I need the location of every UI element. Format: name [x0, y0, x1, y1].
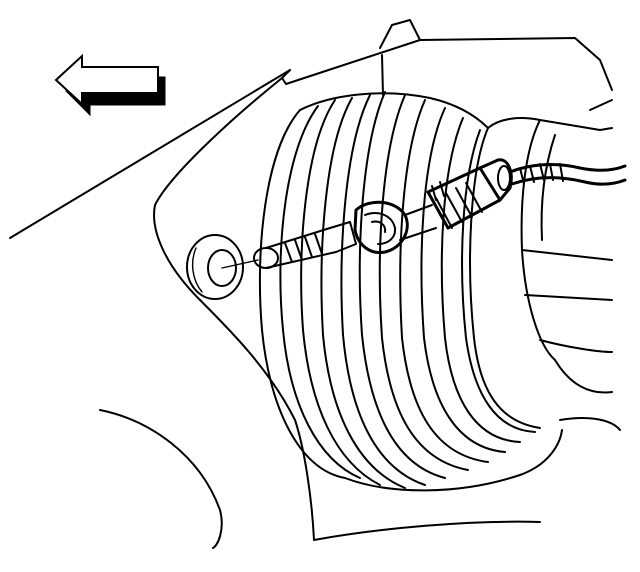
wiring-harness	[508, 163, 627, 186]
axle-shaft	[487, 117, 613, 394]
housing-plate	[9, 19, 621, 549]
sensor-probe	[221, 221, 357, 269]
mounting-boss-hole	[186, 234, 244, 300]
electrical-connector	[399, 158, 513, 241]
direction-arrow-icon	[54, 53, 166, 117]
bellows-boot	[258, 91, 563, 492]
